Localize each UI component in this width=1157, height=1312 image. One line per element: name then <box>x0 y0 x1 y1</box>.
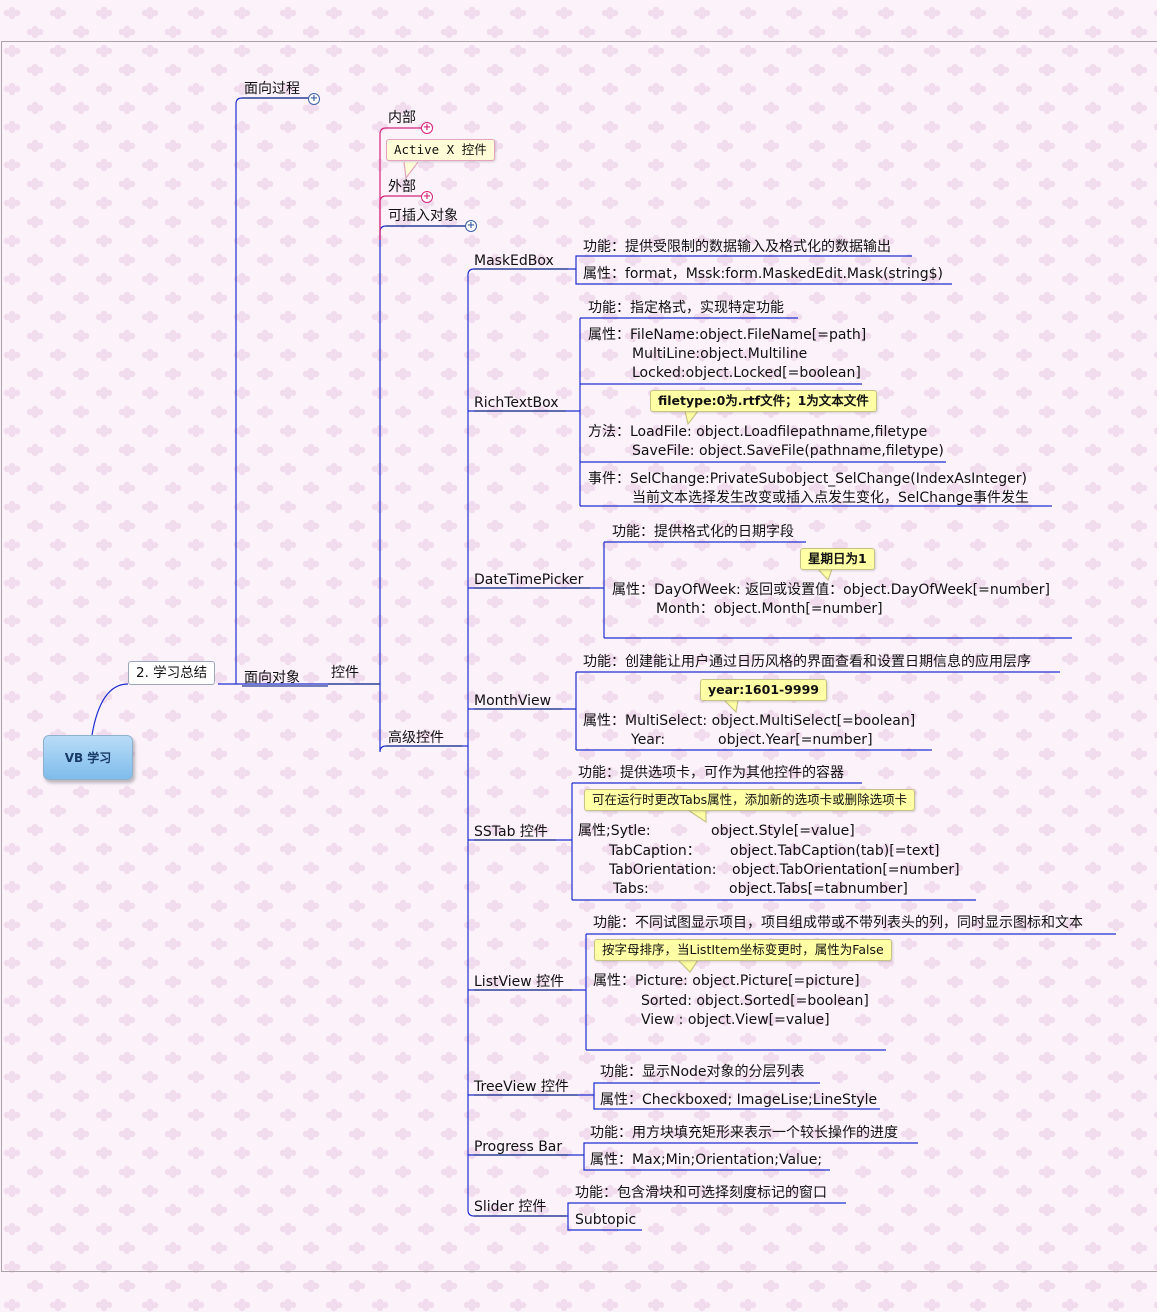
tabs-callout: 可在运行时更改Tabs属性，添加新的选项卡或删除选项卡 <box>584 789 916 811</box>
expand-procedural-icon[interactable]: + <box>308 93 320 105</box>
root-node[interactable]: VB 学习 <box>43 735 133 780</box>
year-callout: year:1601-9999 <box>700 679 827 701</box>
advanced-node[interactable]: 高级控件 <box>388 730 444 746</box>
insertable-node[interactable]: 可插入对象 <box>388 208 458 224</box>
expand-insertable-icon[interactable]: + <box>465 220 477 232</box>
treeview-node[interactable]: TreeView 控件 <box>474 1079 569 1095</box>
richtext-prop3: Locked:object.Locked[=boolean] <box>632 365 861 381</box>
filetype-callout: filetype:0为.rtf文件；1为文本文件 <box>650 390 877 412</box>
slider-node[interactable]: Slider 控件 <box>474 1199 547 1215</box>
sorted-callout: 按字母排序，当ListItem坐标变更时，属性为False <box>594 939 892 961</box>
summary-node[interactable]: 2. 学习总结 <box>128 661 216 685</box>
expand-outer-icon[interactable]: + <box>421 191 433 203</box>
listview-func: 功能：不同试图显示项目，项目组成带或不带列表头的列，同时显示图标和文本 <box>593 915 1083 931</box>
sstab-p1-label: 属性;Sytle: <box>578 823 651 839</box>
slider-func: 功能：包含滑块和可选择刻度标记的窗口 <box>575 1185 827 1201</box>
listview-p2: Sorted: object.Sorted[=boolean] <box>641 993 869 1009</box>
expand-inner-icon[interactable]: + <box>421 122 433 134</box>
sstab-func: 功能：提供选项卡，可作为其他控件的容器 <box>578 765 844 781</box>
treeview-func: 功能：显示Node对象的分层列表 <box>600 1064 805 1080</box>
maskedbox-node[interactable]: MaskEdBox <box>474 253 554 269</box>
richtext-method2: SaveFile: object.SaveFile(pathname,filet… <box>632 443 944 459</box>
progress-prop: 属性：Max;Min;Orientation;Value; <box>590 1152 823 1168</box>
richtext-event2: 当前文本选择发生改变或插入点发生变化，SelChange事件发生 <box>632 490 1029 506</box>
sstab-p1-value: object.Style[=value] <box>711 823 855 839</box>
treeview-prop: 属性：Checkboxed; ImageLise;LineStyle <box>600 1092 878 1108</box>
monthview-prop1: 属性：MultiSelect: object.MultiSelect[=bool… <box>583 713 916 729</box>
richtext-method1: 方法：LoadFile: object.Loadfilepathname,fil… <box>588 424 928 440</box>
listview-p3: View : object.View[=value] <box>641 1012 830 1028</box>
progress-func: 功能：用方块填充矩形来表示一个较长操作的进度 <box>590 1125 898 1141</box>
monthview-prop2-value: object.Year[=number] <box>718 732 873 748</box>
sstab-p2-label: TabCaption： <box>609 843 701 859</box>
sstab-p3-label: TabOrientation: <box>609 862 717 878</box>
richtext-prop1: 属性：FileName:object.FileName[=path] <box>588 327 867 343</box>
dtp-node[interactable]: DateTimePicker <box>474 572 584 588</box>
mindmap-canvas <box>1 41 1157 1272</box>
dtp-func: 功能：提供格式化的日期字段 <box>612 524 794 540</box>
procedural-node[interactable]: 面向过程 <box>244 81 300 97</box>
monthview-node[interactable]: MonthView <box>474 693 552 709</box>
sstab-node[interactable]: SSTab 控件 <box>474 824 548 840</box>
dtp-prop2: Month：object.Month[=number] <box>656 601 883 617</box>
richtext-node[interactable]: RichTextBox <box>474 395 559 411</box>
richtext-prop2: MultiLine:object.Multiline <box>632 346 808 362</box>
listview-p1: 属性：Picture: object.Picture[=picture] <box>593 973 860 989</box>
object-oriented-node[interactable]: 面向对象 <box>244 670 300 686</box>
inner-node[interactable]: 内部 <box>388 110 416 126</box>
sstab-p3-value: object.TabOrientation[=number] <box>732 862 960 878</box>
outer-node[interactable]: 外部 <box>388 179 416 195</box>
monthview-func: 功能：创建能让用户通过日历风格的界面查看和设置日期信息的应用层序 <box>583 654 1031 670</box>
sstab-p2-value: object.TabCaption(tab)[=text] <box>730 843 940 859</box>
richtext-event1: 事件：SelChange:PrivateSubobject_SelChange(… <box>588 471 1027 487</box>
listview-node[interactable]: ListView 控件 <box>474 974 565 990</box>
richtext-func: 功能：指定格式，实现特定功能 <box>588 300 784 316</box>
maskedbox-prop: 属性：format，Mssk:form.MaskedEdit.Mask(stri… <box>583 266 943 282</box>
controls-node[interactable]: 控件 <box>331 665 359 681</box>
dtp-prop1: 属性：DayOfWeek: 返回或设置值：object.DayOfWeek[=n… <box>612 582 1050 598</box>
activex-callout: Active X 控件 <box>386 139 495 161</box>
maskedbox-func: 功能：提供受限制的数据输入及格式化的数据输出 <box>583 239 891 255</box>
progress-node[interactable]: Progress Bar <box>474 1139 563 1155</box>
sstab-p4-value: object.Tabs[=tabnumber] <box>729 881 908 897</box>
slider-subtopic[interactable]: Subtopic <box>575 1212 637 1228</box>
dayofweek-callout: 星期日为1 <box>800 548 875 570</box>
sstab-p4-label: Tabs: <box>613 881 649 897</box>
monthview-prop2-label: Year: <box>631 732 666 748</box>
